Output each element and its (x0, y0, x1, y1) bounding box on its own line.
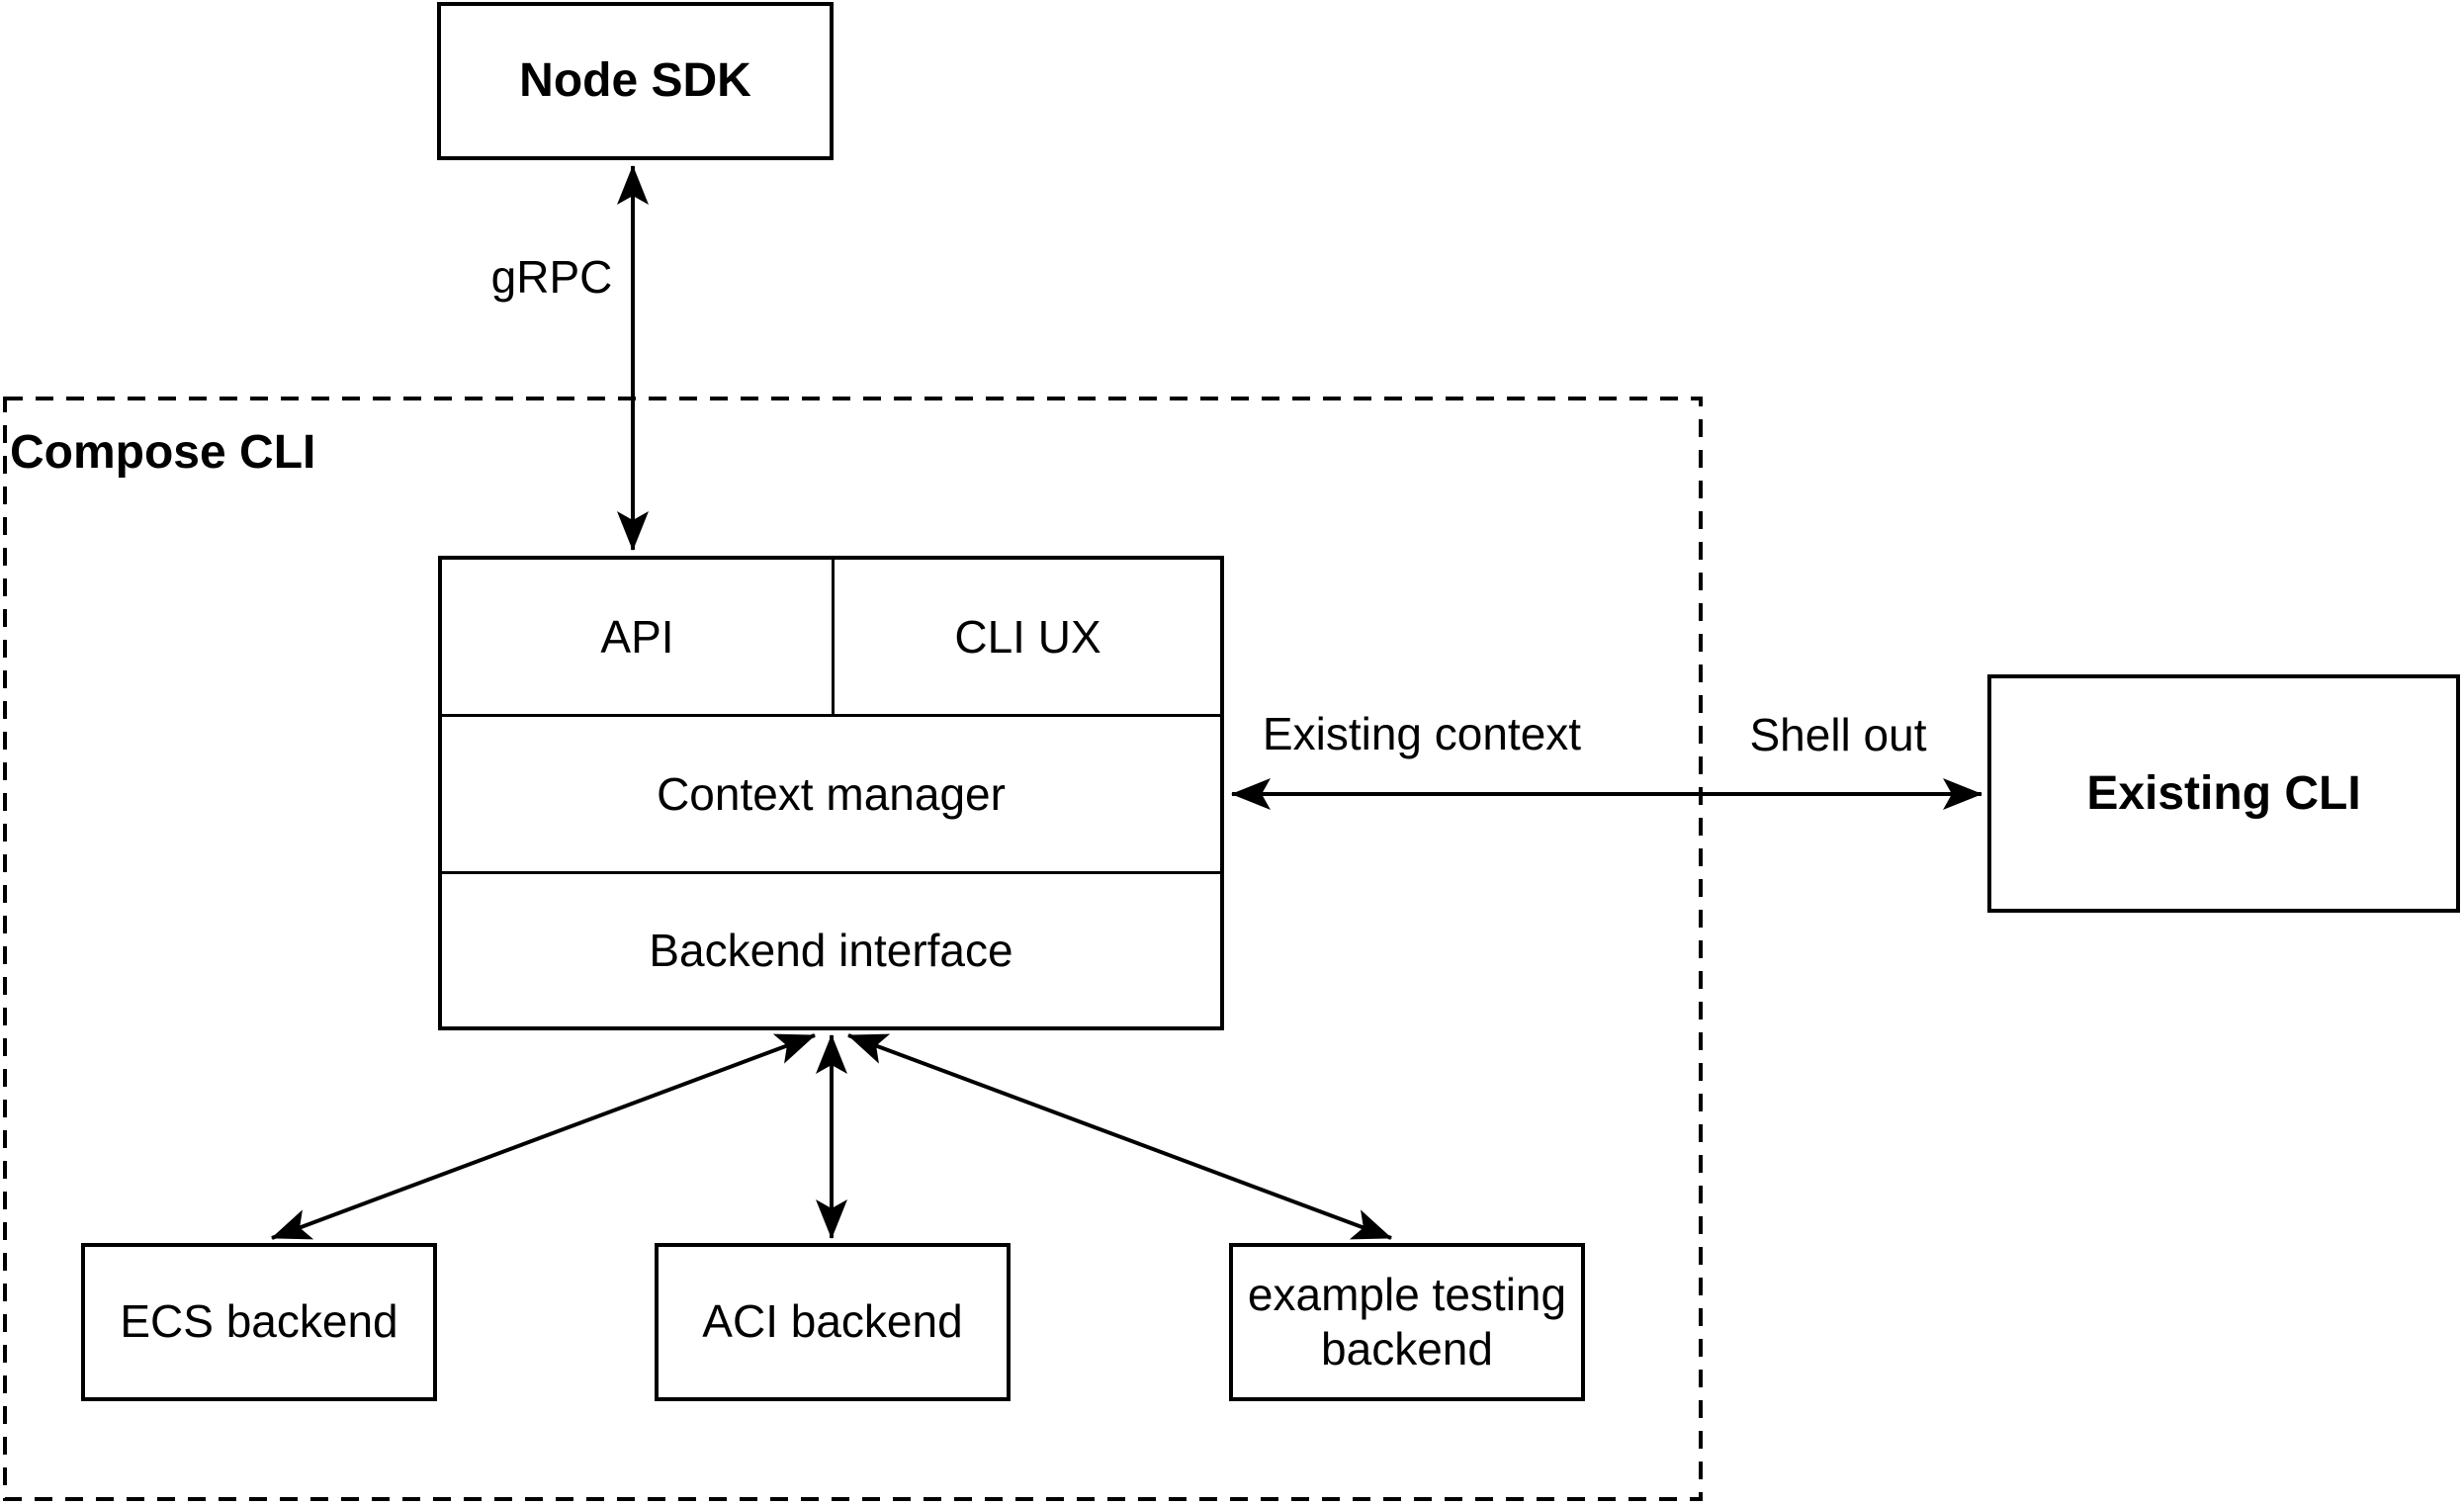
example-testing-backend-label: example testing backend (1248, 1268, 1566, 1376)
api-label: API (600, 611, 674, 663)
existing-cli-label: Existing CLI (2086, 766, 2361, 820)
grpc-label: gRPC (490, 251, 613, 303)
shell-out-label: Shell out (1749, 709, 1927, 760)
stack-divider-bottom (442, 871, 1220, 874)
compose-stack-box: API CLI UX Context manager Backend inter… (438, 556, 1224, 1030)
aci-backend-label: ACI backend (702, 1295, 963, 1348)
cli-ux-label: CLI UX (954, 611, 1101, 663)
backend-interface-cell: Backend interface (442, 874, 1220, 1026)
cli-ux-cell: CLI UX (836, 560, 1220, 714)
stack-divider-top (442, 714, 1220, 717)
compose-cli-dashed-container (3, 397, 1703, 1501)
example-testing-backend-line2: backend (1321, 1323, 1493, 1374)
example-testing-backend-arrow (847, 1033, 1392, 1240)
api-cell: API (442, 560, 833, 714)
backend-interface-label: Backend interface (649, 925, 1013, 976)
existing-cli-box: Existing CLI (1987, 674, 2460, 913)
aci-backend-box: ACI backend (655, 1243, 1011, 1401)
ecs-backend-arrow (271, 1033, 816, 1240)
example-testing-backend-box: example testing backend (1229, 1243, 1585, 1401)
ecs-backend-label: ECS backend (120, 1295, 398, 1348)
node-sdk-label: Node SDK (519, 54, 751, 108)
stack-divider-vertical (832, 560, 835, 714)
example-testing-backend-line1: example testing (1247, 1268, 1567, 1320)
existing-context-label: Existing context (1262, 708, 1582, 759)
compose-cli-label: Compose CLI (10, 426, 316, 479)
context-manager-cell: Context manager (442, 717, 1220, 871)
context-manager-label: Context manager (657, 768, 1006, 820)
ecs-backend-box: ECS backend (81, 1243, 437, 1401)
node-sdk-box: Node SDK (437, 2, 834, 160)
